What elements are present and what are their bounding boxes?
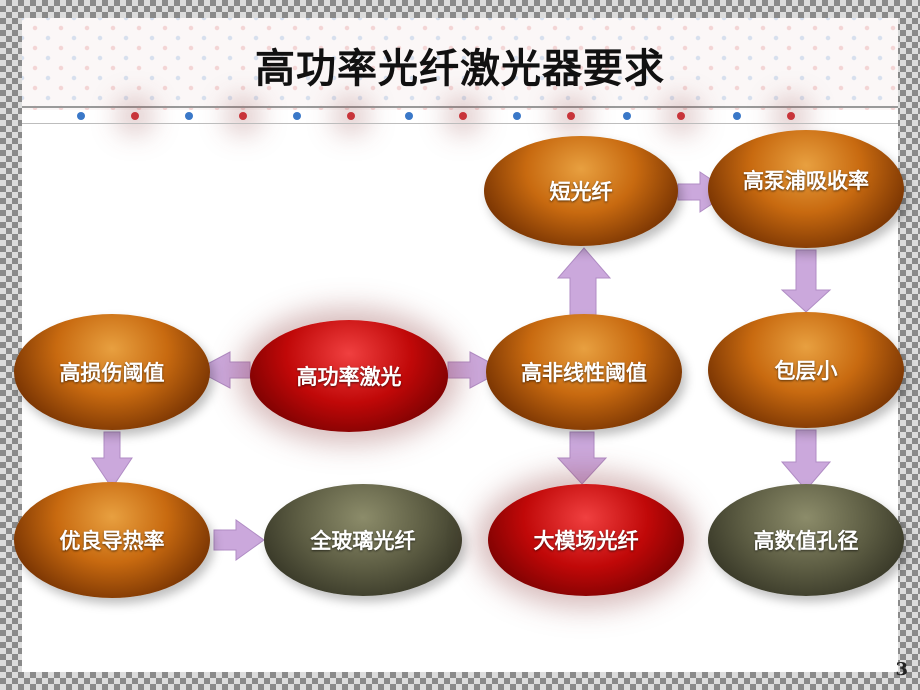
page-number: 3 [895, 659, 908, 680]
node-label: 短光纤 [549, 180, 613, 204]
arrow-right-to-all-glass [213, 519, 265, 561]
decor-dot [347, 112, 355, 120]
arrow-down-to-thermal [91, 431, 133, 489]
node-short-fiber: 短光纤 [484, 136, 678, 246]
decor-dot [623, 112, 631, 120]
node-large-mode-fiber: 大模场光纤 [488, 484, 684, 596]
node-label: 高非线性阈值 [521, 361, 647, 385]
decor-dot [131, 112, 139, 120]
header-underline [22, 123, 898, 124]
node-label: 全玻璃光纤 [310, 529, 416, 553]
decor-dot [733, 112, 741, 120]
arrow-down-to-large-mode [556, 431, 608, 485]
decor-dot [293, 112, 301, 120]
node-label: 高泵浦吸收率 [743, 169, 869, 193]
decor-dot [459, 112, 467, 120]
decor-dot [567, 112, 575, 120]
decor-dot [185, 112, 193, 120]
node-high-damage-threshold: 高损伤阈值 [14, 314, 210, 430]
decor-dot [677, 112, 685, 120]
slide-title: 高功率光纤激光器要求 [255, 46, 665, 92]
node-label: 优良导热率 [59, 529, 165, 553]
node-high-pump-absorption: 高泵浦吸收率 [708, 130, 904, 248]
node-label: 大模场光纤 [533, 529, 639, 553]
arrow-left-to-damage-threshold [194, 351, 251, 389]
node-label: 高损伤阈值 [59, 361, 165, 385]
arrow-down-to-high-na [780, 429, 832, 491]
node-high-nonlinear-threshold: 高非线性阈值 [486, 314, 682, 430]
node-label: 高数值孔径 [753, 529, 859, 553]
node-high-na-aperture: 高数值孔径 [708, 484, 904, 596]
node-small-cladding: 包层小 [708, 312, 904, 428]
node-thermal-conductivity: 优良导热率 [14, 482, 210, 598]
slide-header [22, 18, 898, 110]
node-label: 高功率激光 [296, 365, 402, 389]
node-label: 包层小 [774, 359, 838, 383]
decor-dot [513, 112, 521, 120]
node-high-power-laser: 高功率激光 [250, 320, 448, 432]
arrow-down-to-small-cladding [780, 249, 832, 313]
decor-dot [787, 112, 795, 120]
decor-dot [239, 112, 247, 120]
arrow-up-to-short-fiber [556, 247, 612, 317]
node-all-glass-fiber: 全玻璃光纤 [264, 484, 462, 596]
header-divider [22, 106, 898, 108]
decor-dot [77, 112, 85, 120]
decor-dot [405, 112, 413, 120]
